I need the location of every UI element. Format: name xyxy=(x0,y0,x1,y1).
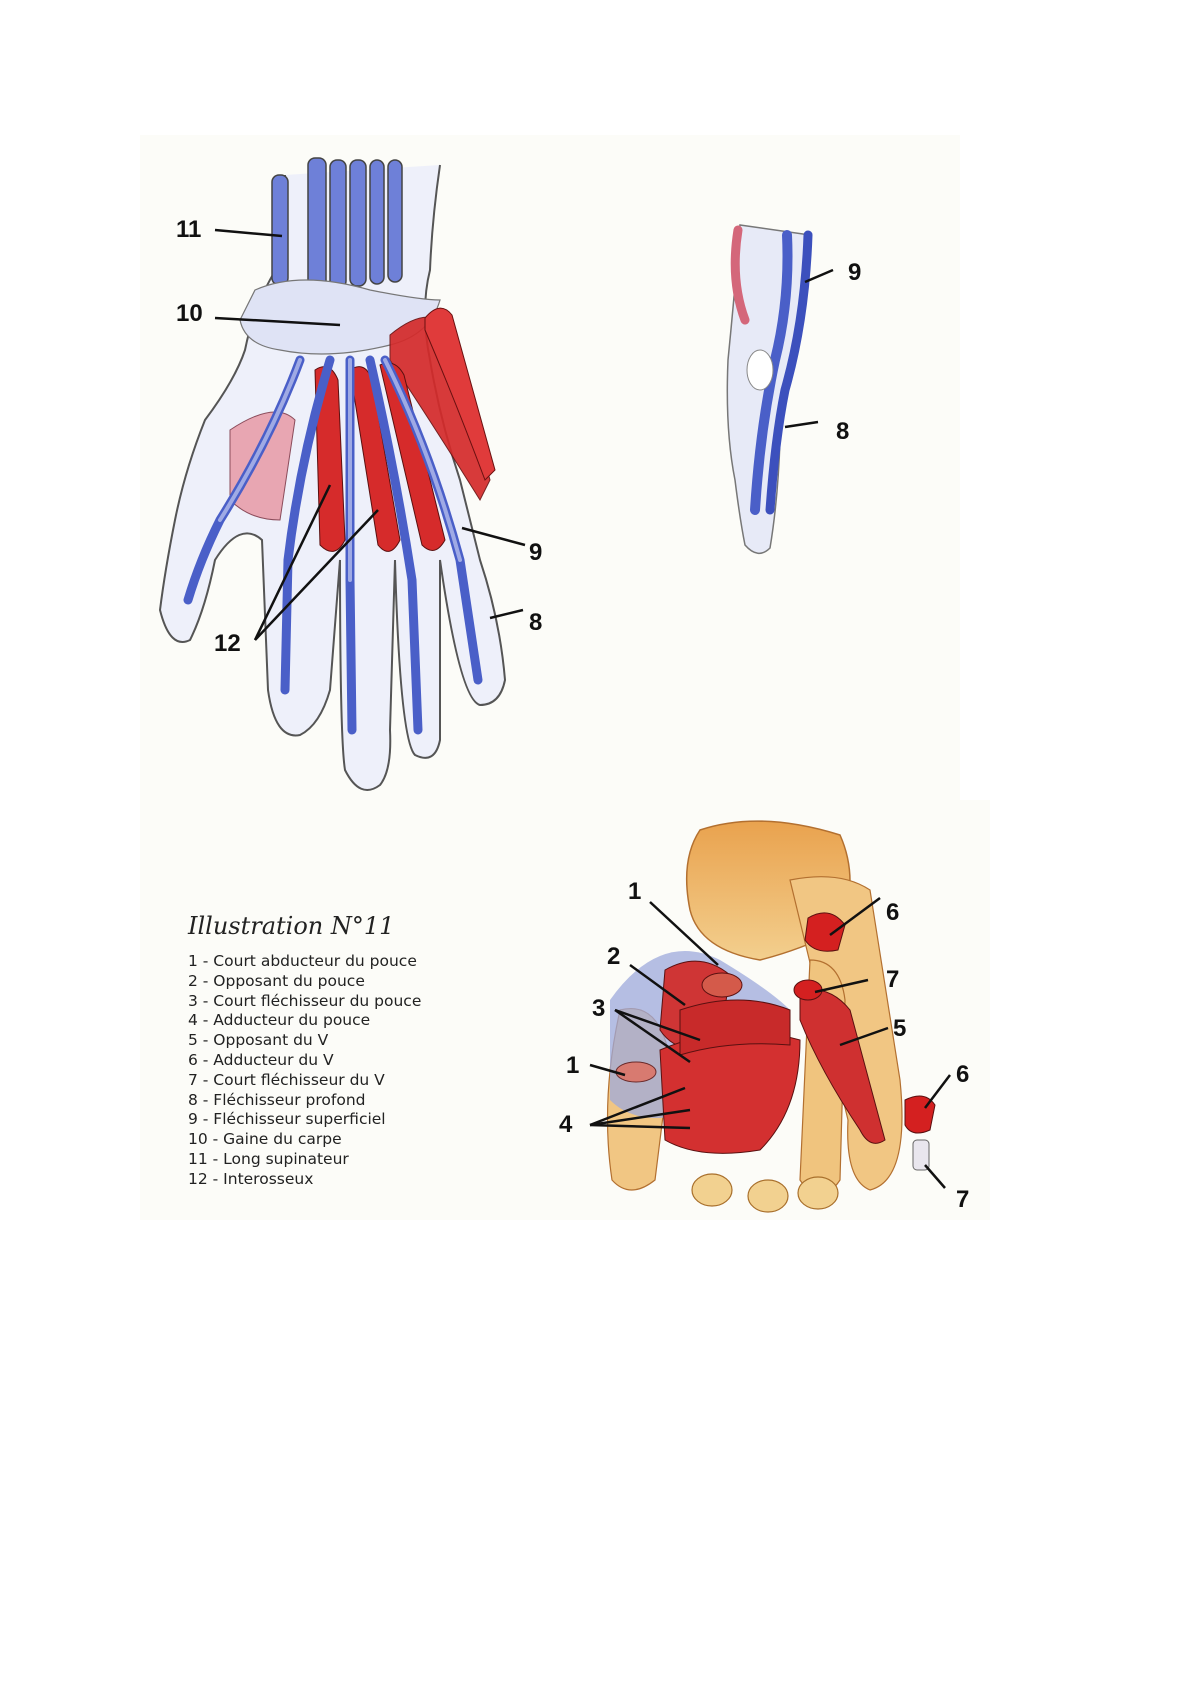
palm-label-7-top: 7 xyxy=(886,966,900,993)
legend-item: 7 - Court fléchisseur du V xyxy=(188,1070,385,1089)
opposant-v-muscle xyxy=(799,988,886,1144)
palm-label-3: 3 xyxy=(592,995,606,1022)
palm-label-7-bottom: 7 xyxy=(956,1186,970,1213)
hand-label-11: 11 xyxy=(176,216,202,243)
hand-leader-lines xyxy=(214,228,526,641)
interosseous-muscles xyxy=(314,362,446,552)
legend-item: 2 - Opposant du pouce xyxy=(188,971,365,990)
palm-label-1-left: 1 xyxy=(566,1052,580,1079)
hand-label-10: 10 xyxy=(176,300,203,327)
legend-item: 6 - Adducteur du V xyxy=(188,1050,334,1069)
palm-leader-lines xyxy=(589,896,951,1189)
legend-item: 11 - Long supinateur xyxy=(188,1149,349,1168)
legend-item: 3 - Court fléchisseur du pouce xyxy=(188,991,422,1010)
palm-label-1-top: 1 xyxy=(628,878,642,905)
palm-muscles-figure xyxy=(606,820,936,1213)
legend-item: 4 - Adducteur du pouce xyxy=(188,1011,371,1030)
palm-label-4: 4 xyxy=(559,1111,573,1138)
legend-item: 8 - Fléchisseur profond xyxy=(188,1090,366,1109)
legend-list: 1 - Court abducteur du pouce 2 - Opposan… xyxy=(188,952,421,1190)
hand-label-8: 8 xyxy=(529,609,543,636)
palm-label-5: 5 xyxy=(893,1015,907,1042)
palm-label-6-right: 6 xyxy=(956,1061,970,1088)
legend-item: 12 - Interosseux xyxy=(188,1169,314,1188)
finger-label-9: 9 xyxy=(848,259,862,286)
legend-item: 5 - Opposant du V xyxy=(188,1031,329,1050)
hand-label-9: 9 xyxy=(529,539,543,566)
palm-label-6-top: 6 xyxy=(886,899,900,926)
finger-label-8: 8 xyxy=(836,418,850,445)
legend-item: 1 - Court abducteur du pouce xyxy=(188,952,417,970)
finger-tendons-figure xyxy=(726,224,813,554)
hand-tendons-figure xyxy=(158,157,507,791)
finger-leader-lines xyxy=(784,268,834,429)
adducteur-v-upper xyxy=(804,912,846,952)
thumb-muscle xyxy=(229,411,296,521)
hand-label-12: 12 xyxy=(214,630,241,657)
palm-label-2: 2 xyxy=(607,943,621,970)
illustration-legend: Illustration N°11 1 - Court abducteur du… xyxy=(188,912,421,1190)
legend-item: 10 - Gaine du carpe xyxy=(188,1130,342,1149)
knuckles xyxy=(691,1173,839,1213)
illustration-title: Illustration N°11 xyxy=(188,912,395,940)
legend-item: 9 - Fléchisseur superficiel xyxy=(188,1110,386,1129)
